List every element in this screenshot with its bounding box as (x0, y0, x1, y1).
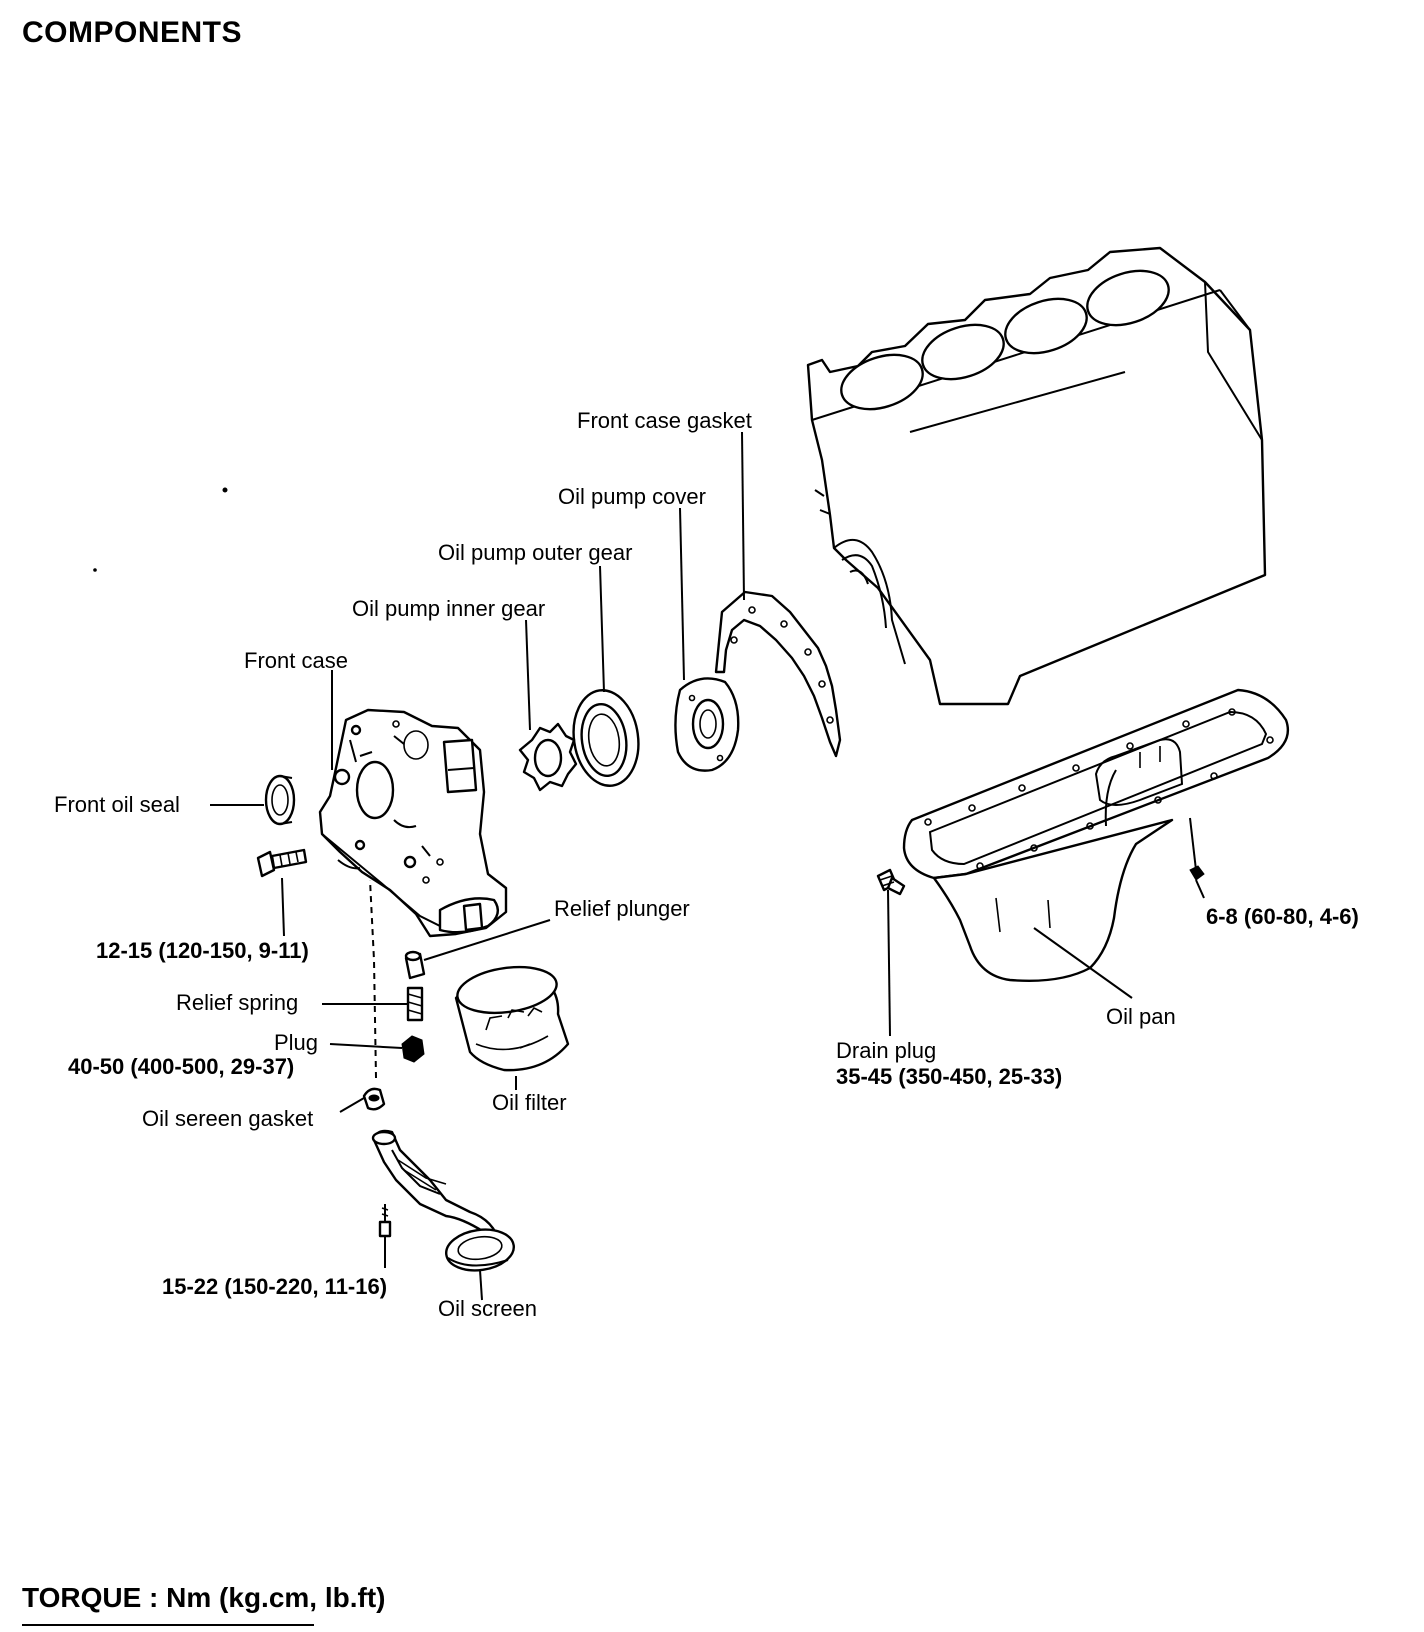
label-front-oil-seal: Front oil seal (54, 792, 180, 817)
torque-units-note: TORQUE : Nm (kg.cm, lb.ft) (22, 1582, 386, 1613)
torque-drain-plug: 35-45 (350-450, 25-33) (836, 1064, 1063, 1089)
footer-underline (22, 1624, 314, 1626)
oil-screen (371, 1129, 515, 1272)
label-oil-pump-outer-gear: Oil pump outer gear (438, 540, 633, 565)
engine-block (806, 246, 1267, 706)
front-case-bolt (256, 848, 308, 878)
front-oil-seal (264, 774, 296, 826)
torque-oil-pan-bolt: 6-8 (60-80, 4-6) (1206, 904, 1359, 929)
oil-filter (454, 965, 570, 1072)
front-case-gasket (714, 590, 842, 758)
torque-oil-screen-bolt: 15-22 (150-220, 11-16) (162, 1274, 388, 1299)
page-title: COMPONENTS (22, 16, 243, 49)
oil-pump-outer-gear (572, 689, 640, 787)
oil-pan (902, 688, 1290, 982)
oil-pan-bolt (1189, 817, 1205, 881)
label-oil-pump-inner-gear: Oil pump inner gear (352, 596, 546, 621)
label-drain-plug: Drain plug (836, 1038, 937, 1063)
label-oil-filter: Oil filter (492, 1090, 567, 1115)
speck (222, 487, 228, 493)
front-case (318, 708, 508, 938)
torque-plug: 40-50 (400-500, 29-37) (68, 1054, 295, 1079)
label-oil-pan: Oil pan (1106, 1004, 1176, 1029)
oil-screen-bolt (378, 1204, 392, 1238)
label-plug: Plug (274, 1030, 319, 1055)
relief-plunger (404, 950, 426, 980)
label-oil-pump-cover: Oil pump cover (558, 484, 706, 509)
label-front-case: Front case (244, 648, 348, 673)
leader-lines (210, 431, 1205, 1301)
oil-pump-cover (674, 677, 740, 772)
label-relief-plunger: Relief plunger (554, 896, 690, 921)
plug (401, 1035, 425, 1063)
torque-front-case-bolt: 12-15 (120-150, 9-11) (96, 938, 309, 963)
drain-plug-part (876, 868, 906, 896)
oil-screen-gasket (362, 1087, 386, 1111)
label-front-case-gasket: Front case gasket (577, 408, 752, 433)
speck (93, 568, 97, 572)
label-oil-screen-gasket: Oil sereen gasket (142, 1106, 314, 1131)
label-relief-spring: Relief spring (176, 990, 299, 1015)
oil-pump-inner-gear (518, 722, 578, 792)
label-oil-screen: Oil screen (438, 1296, 538, 1321)
relief-spring (406, 986, 424, 1022)
